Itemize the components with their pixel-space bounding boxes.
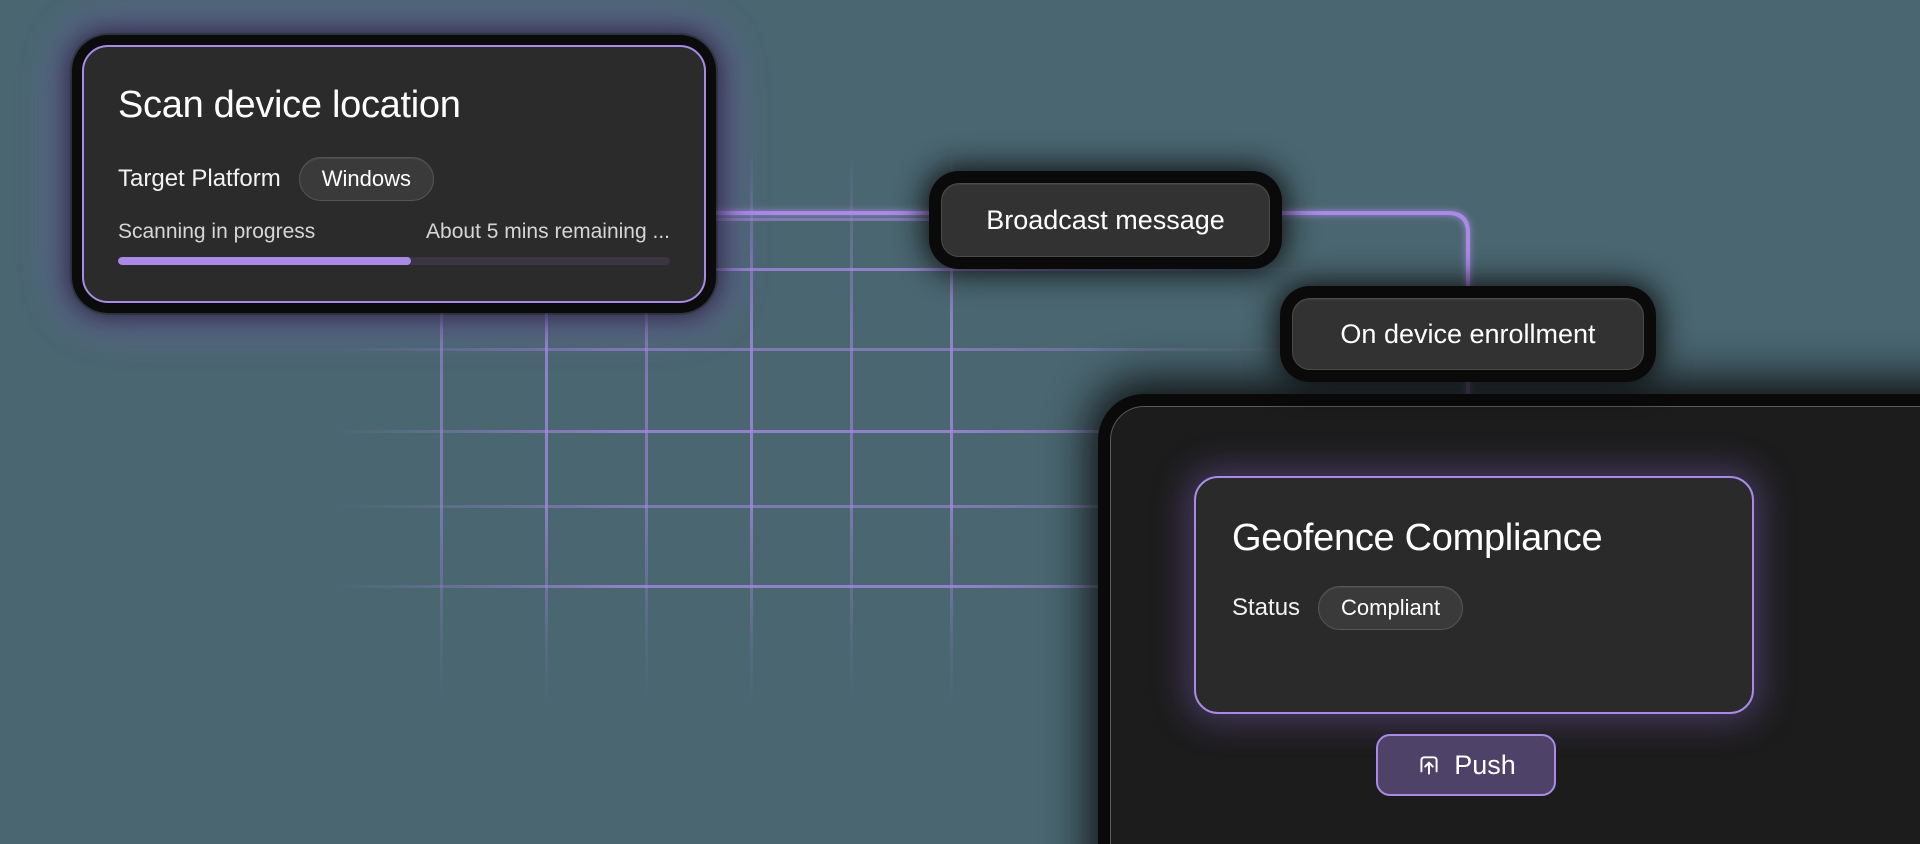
node-on-device-enrollment[interactable]: On device enrollment <box>1292 298 1644 370</box>
target-platform-row: Target Platform Windows <box>118 156 670 201</box>
scan-progress-fill <box>118 257 411 265</box>
scan-device-location-card[interactable]: Scan device location Target Platform Win… <box>82 45 706 303</box>
node-enrollment-label: On device enrollment <box>1340 318 1596 349</box>
scan-progress-meta: Scanning in progress About 5 mins remain… <box>118 220 670 244</box>
push-button-label: Push <box>1454 749 1516 780</box>
scan-progress-eta: About 5 mins remaining ... <box>426 220 670 243</box>
grid-line-vertical <box>850 150 853 710</box>
push-button[interactable]: Push <box>1376 734 1556 796</box>
grid-line-vertical <box>750 150 753 710</box>
target-platform-label: Target Platform <box>118 164 281 192</box>
scan-progress-track <box>118 257 670 265</box>
scan-progress-block: Scanning in progress About 5 mins remain… <box>118 220 670 265</box>
target-platform-chip[interactable]: Windows <box>298 156 434 201</box>
node-broadcast-message[interactable]: Broadcast message <box>941 183 1270 257</box>
geofence-compliance-card[interactable]: Geofence Compliance Status Compliant <box>1194 476 1754 714</box>
scan-progress-label: Scanning in progress <box>118 220 316 243</box>
geofence-status-chip[interactable]: Compliant <box>1318 585 1464 630</box>
geofence-card-title: Geofence Compliance <box>1232 517 1603 559</box>
grid-line-horizontal <box>330 348 1320 351</box>
push-upload-icon <box>1420 756 1438 775</box>
geofence-status-label: Status <box>1232 593 1301 621</box>
scan-card-title: Scan device location <box>118 84 461 126</box>
geofence-status-row: Status Compliant <box>1232 585 1716 630</box>
node-broadcast-label: Broadcast message <box>986 204 1225 235</box>
